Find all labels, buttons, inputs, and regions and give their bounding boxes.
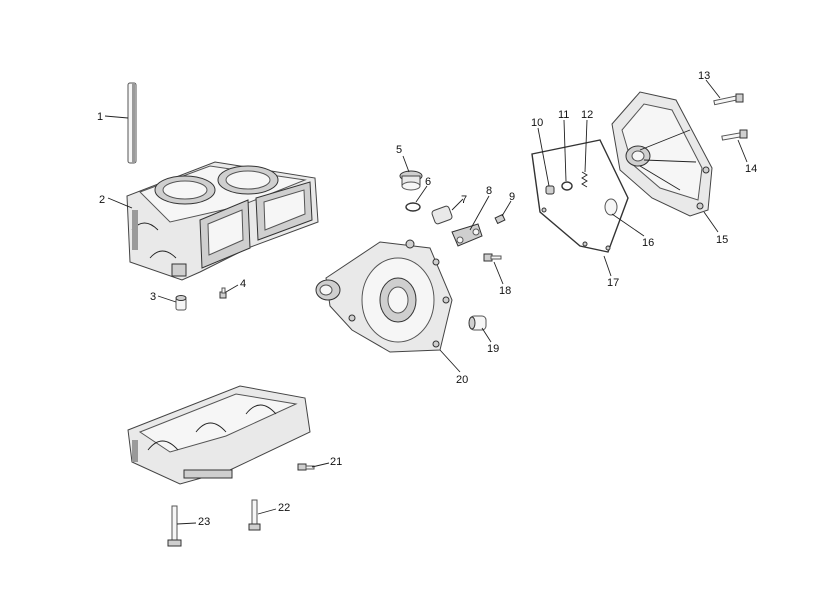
callout-10: 10 xyxy=(531,117,543,129)
part-3-dowel xyxy=(175,295,187,311)
part-17-gasket xyxy=(531,139,629,253)
callout-7: 7 xyxy=(461,194,467,206)
part-13-bolt xyxy=(713,93,744,106)
part-23-bolt xyxy=(167,505,182,547)
callout-6: 6 xyxy=(425,176,431,188)
callout-14: 14 xyxy=(745,163,757,175)
part-8-bracket xyxy=(451,223,483,247)
callout-3: 3 xyxy=(150,291,156,303)
callout-15: 15 xyxy=(716,234,728,246)
part-21-screw xyxy=(297,463,315,471)
part-11-washer xyxy=(561,181,573,191)
callout-13: 13 xyxy=(698,70,710,82)
part-7-bushing xyxy=(431,205,453,225)
callout-20: 20 xyxy=(456,374,468,386)
part-12-spring xyxy=(581,171,588,188)
part-16-seal xyxy=(604,198,618,216)
part-4-screw xyxy=(219,287,227,299)
callout-4: 4 xyxy=(240,278,246,290)
part-14-bolt xyxy=(721,129,748,141)
callout-5: 5 xyxy=(396,144,402,156)
callout-18: 18 xyxy=(499,285,511,297)
part-6-o-ring xyxy=(405,202,421,212)
part-2-upper-crankcase xyxy=(126,161,319,281)
leader-lines xyxy=(104,79,748,525)
callout-21: 21 xyxy=(330,456,342,468)
part-1-stud xyxy=(127,82,137,164)
callout-8: 8 xyxy=(486,185,492,197)
lower-crankcase xyxy=(127,385,311,485)
part-5-cap xyxy=(399,170,423,191)
part-19-sleeve xyxy=(468,315,487,331)
callout-17: 17 xyxy=(607,277,619,289)
callout-12: 12 xyxy=(581,109,593,121)
part-9-bolt xyxy=(494,213,506,225)
part-22-bolt xyxy=(248,499,261,531)
callout-1: 1 xyxy=(97,111,103,123)
callout-2: 2 xyxy=(99,194,105,206)
callout-11: 11 xyxy=(558,109,569,121)
part-10-plug xyxy=(545,185,555,195)
callout-23: 23 xyxy=(198,516,210,528)
callout-labels: 1 2 3 4 5 6 7 8 9 10 11 12 13 14 15 16 1… xyxy=(97,70,757,528)
part-18-bolt xyxy=(483,253,502,262)
callout-9: 9 xyxy=(509,191,515,203)
callout-16: 16 xyxy=(642,237,654,249)
callout-22: 22 xyxy=(278,502,290,514)
callout-19: 19 xyxy=(487,343,499,355)
part-15-rear-cover xyxy=(611,91,713,217)
part-20-front-cover xyxy=(315,239,453,353)
